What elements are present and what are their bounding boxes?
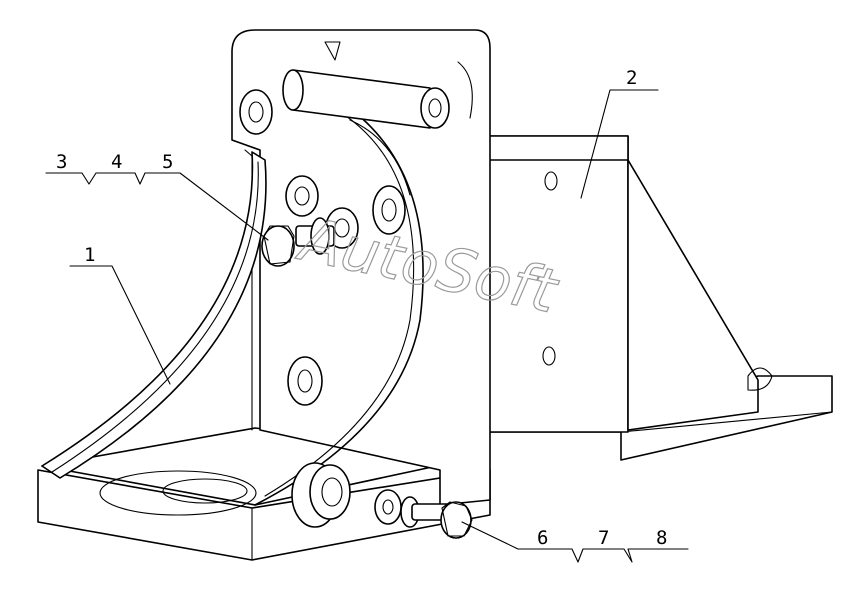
callout-label-5: 5 — [162, 151, 173, 173]
callout-label-7: 7 — [598, 527, 609, 549]
bolt-washer-nut-3-4-5 — [261, 207, 359, 267]
callout-label-2: 2 — [626, 67, 637, 89]
callout-label-8: 8 — [656, 527, 667, 549]
callout-label-6: 6 — [537, 527, 548, 549]
leader-lines — [45, 89, 689, 563]
mounting-bracket-part-1 — [37, 29, 491, 561]
callout-label-3: 3 — [56, 151, 67, 173]
support-bracket-part-2 — [486, 135, 833, 461]
bolt-washer-nut-6-7-8 — [374, 489, 473, 539]
callout-label-4: 4 — [111, 151, 122, 173]
callout-label-1: 1 — [84, 244, 95, 266]
